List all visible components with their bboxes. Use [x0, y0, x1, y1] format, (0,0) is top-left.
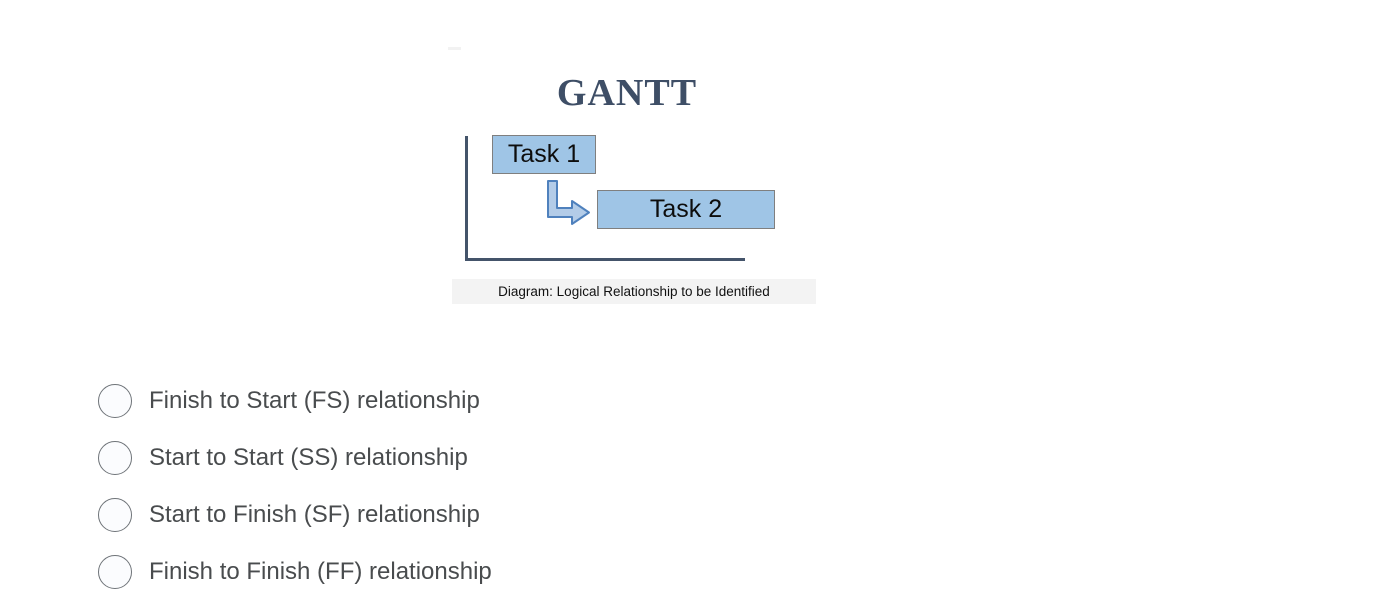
answer-option-sf[interactable]: Start to Finish (SF) relationship — [98, 498, 492, 532]
radio-button-ff[interactable] — [98, 555, 132, 589]
answer-option-ff[interactable]: Finish to Finish (FF) relationship — [98, 555, 492, 589]
image-artifact — [448, 47, 461, 50]
radio-button-sf[interactable] — [98, 498, 132, 532]
diagram-title: GANTT — [556, 72, 698, 114]
answer-options: Finish to Start (FS) relationship Start … — [98, 384, 492, 612]
task2-bar: Task 2 — [597, 190, 775, 229]
answer-option-fs[interactable]: Finish to Start (FS) relationship — [98, 384, 492, 418]
option-label-ff[interactable]: Finish to Finish (FF) relationship — [149, 558, 492, 585]
task2-label: Task 2 — [649, 195, 723, 223]
task1-bar: Task 1 — [492, 135, 596, 174]
option-label-sf[interactable]: Start to Finish (SF) relationship — [149, 501, 480, 528]
diagram-caption: Diagram: Logical Relationship to be Iden… — [452, 279, 816, 304]
dependency-arrow-icon — [547, 180, 590, 225]
option-label-ss[interactable]: Start to Start (SS) relationship — [149, 444, 468, 471]
radio-button-fs[interactable] — [98, 384, 132, 418]
radio-button-ss[interactable] — [98, 441, 132, 475]
option-label-fs[interactable]: Finish to Start (FS) relationship — [149, 387, 480, 414]
task1-label: Task 1 — [507, 140, 581, 168]
chart-axes — [465, 136, 745, 261]
answer-option-ss[interactable]: Start to Start (SS) relationship — [98, 441, 492, 475]
